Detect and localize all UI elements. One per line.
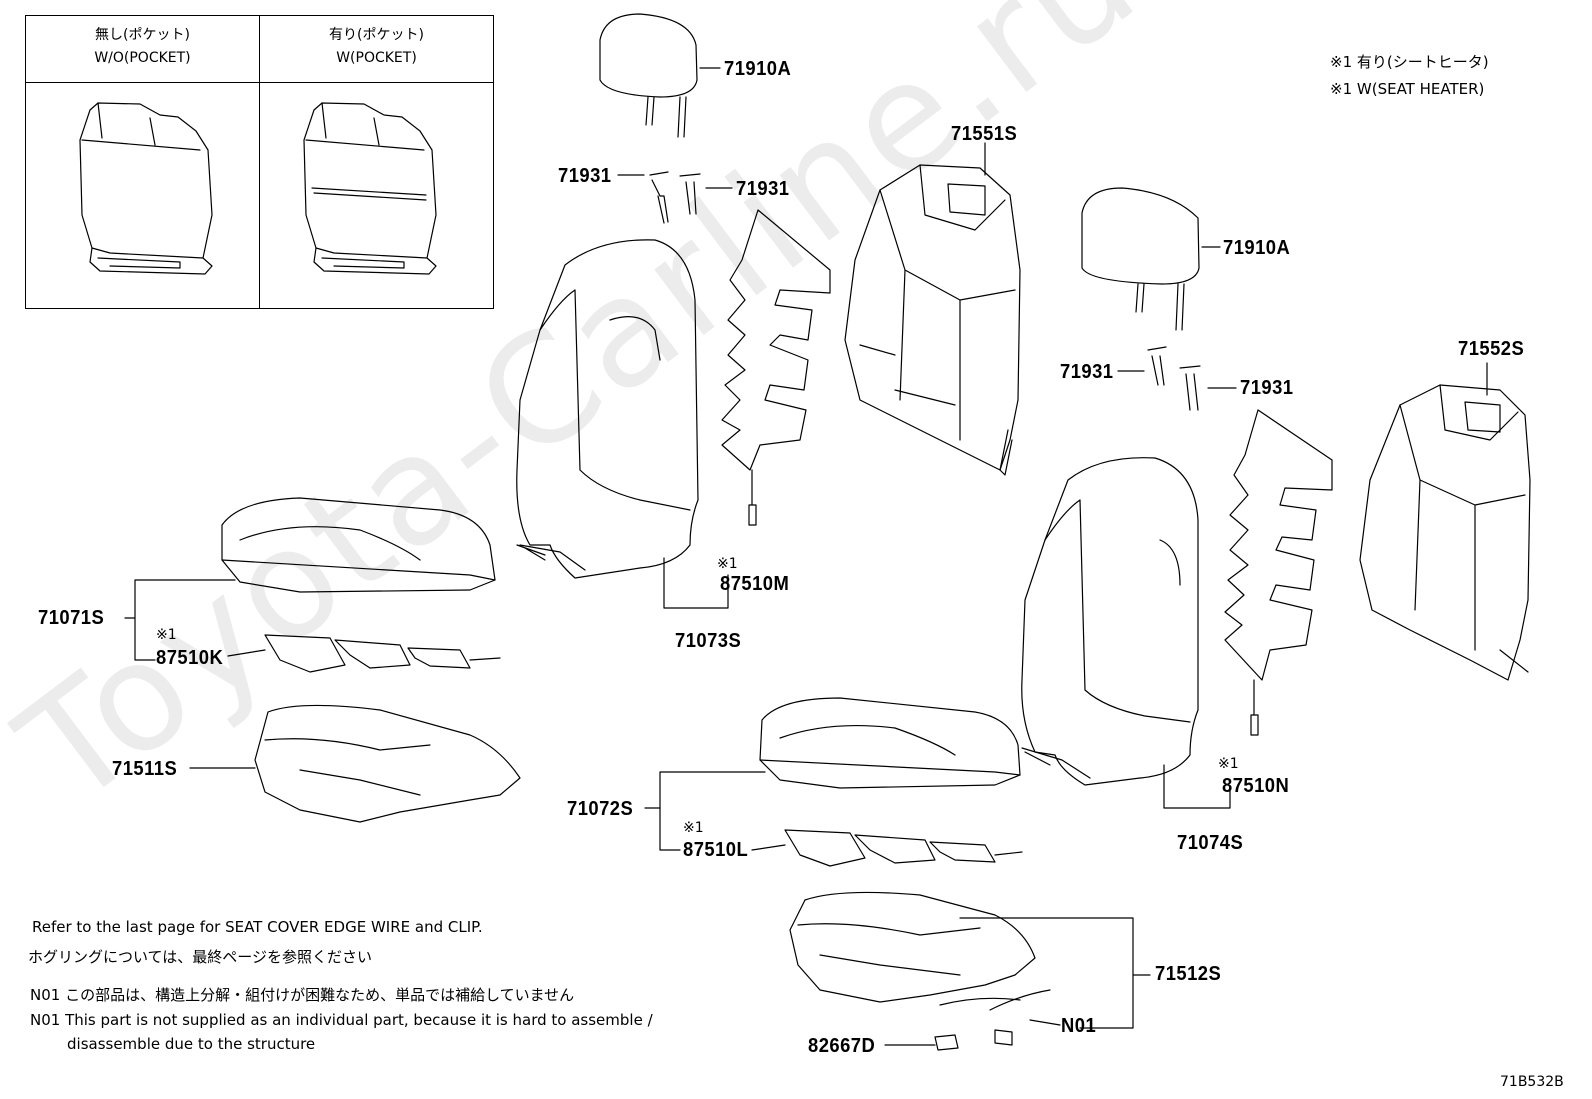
legend-seatback-with-pocket <box>303 102 437 275</box>
label-71512S[interactable]: 71512S <box>1155 963 1222 985</box>
seatback-71074S-drawing <box>1021 457 1231 809</box>
label-71910A-lower[interactable]: 71910A <box>1223 237 1291 259</box>
label-71931-c[interactable]: 71931 <box>1060 361 1114 383</box>
pocket-legend: 無し(ポケット) W/O(POCKET) 有り(ポケット) W(POCKET) <box>25 15 494 309</box>
heater-note-jp: ※1 有り(シートヒータ) <box>1330 53 1489 71</box>
seatback-pad-71551S-drawing <box>844 142 1021 476</box>
heater-mark-87510L: ※1 <box>683 820 704 836</box>
headrest-2-drawing <box>1081 187 1221 331</box>
seat-cushion-71072S-drawing <box>644 697 1021 851</box>
label-87510N[interactable]: 87510N <box>1222 775 1290 797</box>
label-71552S[interactable]: 71552S <box>1458 338 1525 360</box>
headrest-1-drawing <box>599 13 721 138</box>
label-87510M[interactable]: 87510M <box>720 573 790 595</box>
legend-without-pocket: 無し(ポケット) W/O(POCKET) <box>26 16 259 83</box>
legend-left-jp: 無し(ポケット) <box>95 27 190 43</box>
label-71073S[interactable]: 71073S <box>675 630 742 652</box>
seat-cushion-71071S-drawing <box>124 497 496 661</box>
cushion-pad-71512S-drawing <box>789 891 1151 1051</box>
legend-with-pocket: 有り(ポケット) W(POCKET) <box>260 16 493 83</box>
note-n01-en-2: disassemble due to the structure <box>67 1035 316 1053</box>
label-87510L[interactable]: 87510L <box>683 839 749 861</box>
label-N01[interactable]: N01 <box>1061 1015 1097 1037</box>
bolt-drawings-1 <box>617 171 733 224</box>
seatback-pad-71552S-drawing <box>1359 362 1531 681</box>
seatback-71073S-drawing <box>516 239 729 609</box>
note-refer-jp: ホグリングについては、最終ページを参照ください <box>28 948 372 966</box>
label-71551S[interactable]: 71551S <box>951 123 1018 145</box>
label-82667D[interactable]: 82667D <box>808 1035 876 1057</box>
label-71931-b[interactable]: 71931 <box>736 178 790 200</box>
heater-mat-87510L-drawing <box>751 829 1023 867</box>
note-refer-en: Refer to the last page for SEAT COVER ED… <box>32 918 483 936</box>
heater-mat-87510M-drawing <box>721 209 831 526</box>
legend-left-en: W/O(POCKET) <box>94 50 191 66</box>
heater-mat-87510K-drawing <box>227 634 501 673</box>
heater-note-en: ※1 W(SEAT HEATER) <box>1330 80 1485 98</box>
legend-divider <box>259 16 260 308</box>
illustration-code: 71B532B <box>1500 1074 1564 1090</box>
label-71910A-upper[interactable]: 71910A <box>724 58 792 80</box>
legend-right-jp: 有り(ポケット) <box>329 27 424 43</box>
label-71931-d[interactable]: 71931 <box>1240 377 1294 399</box>
heater-mat-87510N-drawing <box>1224 409 1333 736</box>
label-71511S[interactable]: 71511S <box>112 758 178 780</box>
label-71071S[interactable]: 71071S <box>38 607 105 629</box>
label-71072S[interactable]: 71072S <box>567 798 634 820</box>
legend-seatback-without-pocket <box>79 102 213 275</box>
label-87510K[interactable]: 87510K <box>156 647 224 669</box>
label-71074S[interactable]: 71074S <box>1177 832 1244 854</box>
note-n01-jp: N01 この部品は、構造上分解・組付けが困難なため、単品では補給していません <box>30 986 575 1004</box>
heater-mark-87510M: ※1 <box>717 556 738 572</box>
label-71931-a[interactable]: 71931 <box>558 165 612 187</box>
cushion-pad-71511S-drawing <box>189 704 521 823</box>
bolt-drawings-2 <box>1117 346 1237 411</box>
legend-right-en: W(POCKET) <box>336 50 417 66</box>
heater-mark-87510N: ※1 <box>1218 756 1239 772</box>
note-n01-en-1: N01 This part is not supplied as an indi… <box>30 1011 653 1029</box>
heater-mark-87510K: ※1 <box>156 627 177 643</box>
